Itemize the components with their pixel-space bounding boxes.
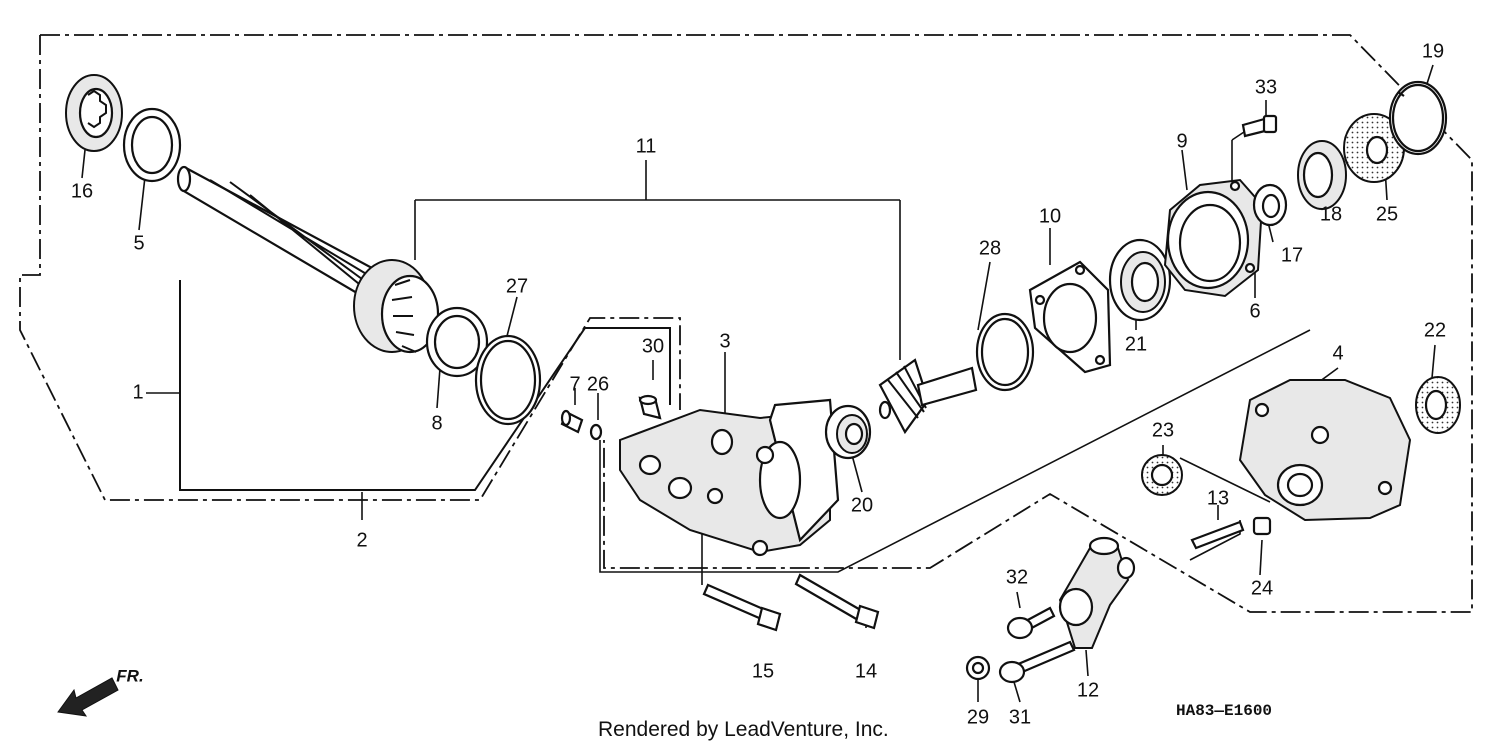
callout-32[interactable]: 32 bbox=[1006, 566, 1028, 588]
group-boundaries bbox=[19, 34, 1473, 613]
callout-31[interactable]: 31 bbox=[1009, 706, 1031, 728]
callout-3[interactable]: 3 bbox=[719, 330, 730, 352]
front-direction-arrow-icon: FR. bbox=[57, 666, 144, 717]
drive-shaft-assembly bbox=[176, 165, 440, 354]
callout-26[interactable]: 26 bbox=[587, 373, 609, 395]
callout-1[interactable]: 1 bbox=[132, 381, 143, 403]
callout-13[interactable]: 13 bbox=[1207, 487, 1229, 509]
callout-4[interactable]: 4 bbox=[1332, 342, 1343, 364]
credit-text: Rendered by LeadVenture, Inc. bbox=[598, 718, 889, 741]
callout-22[interactable]: 22 bbox=[1424, 319, 1446, 341]
bolt-33 bbox=[1241, 114, 1278, 138]
callout-28[interactable]: 28 bbox=[979, 237, 1001, 259]
callout-9[interactable]: 9 bbox=[1176, 130, 1187, 152]
callout-24[interactable]: 24 bbox=[1251, 577, 1273, 599]
bolt-15 bbox=[702, 583, 782, 632]
callout-6[interactable]: 6 bbox=[1249, 300, 1260, 322]
gear-case bbox=[619, 398, 840, 557]
gasket-10 bbox=[1028, 260, 1112, 374]
callout-10[interactable]: 10 bbox=[1039, 205, 1061, 227]
callout-25[interactable]: 25 bbox=[1376, 203, 1398, 225]
direction-label: FR. bbox=[116, 666, 143, 685]
nut-29 bbox=[965, 655, 991, 681]
callout-29[interactable]: 29 bbox=[967, 706, 989, 728]
diagram-code: HA83—E1600 bbox=[1176, 702, 1273, 720]
callout-33[interactable]: 33 bbox=[1255, 76, 1277, 98]
callout-12[interactable]: 12 bbox=[1077, 679, 1099, 701]
callout-17[interactable]: 17 bbox=[1281, 244, 1303, 266]
seal-25 bbox=[1343, 113, 1405, 183]
callout-15[interactable]: 15 bbox=[752, 660, 774, 682]
callout-20[interactable]: 20 bbox=[851, 494, 873, 516]
callout-14[interactable]: 14 bbox=[855, 660, 877, 682]
bearing-21 bbox=[1108, 238, 1172, 322]
pinion-gear bbox=[878, 358, 978, 435]
gear-case-cover bbox=[1238, 379, 1412, 522]
o-ring-27 bbox=[474, 334, 542, 426]
stud-13 bbox=[1190, 520, 1245, 550]
bolt-32 bbox=[1006, 606, 1056, 640]
dowel-pin-30 bbox=[638, 394, 662, 420]
callout-5[interactable]: 5 bbox=[133, 232, 144, 254]
shim-5 bbox=[122, 107, 182, 183]
callout-8[interactable]: 8 bbox=[431, 412, 442, 434]
callout-23[interactable]: 23 bbox=[1152, 419, 1174, 441]
washer-26 bbox=[589, 423, 603, 441]
bolt-31 bbox=[998, 640, 1076, 684]
breather-joint bbox=[1058, 536, 1136, 649]
callout-labels: 1 2 3 4 5 6 7 8 9 10 11 12 13 14 15 16 1… bbox=[71, 40, 1446, 728]
leader-lines bbox=[81, 64, 1436, 703]
seal-23 bbox=[1141, 454, 1183, 496]
shim-8 bbox=[425, 306, 489, 378]
lock-ring bbox=[65, 74, 123, 152]
plug-24 bbox=[1252, 516, 1272, 536]
callout-2[interactable]: 2 bbox=[356, 529, 367, 551]
callout-18[interactable]: 18 bbox=[1320, 203, 1342, 225]
bearing-20 bbox=[824, 404, 872, 460]
seal-22 bbox=[1415, 376, 1461, 434]
callout-30[interactable]: 30 bbox=[642, 335, 664, 357]
inner-lock-ring bbox=[1297, 140, 1347, 210]
callout-16[interactable]: 16 bbox=[71, 180, 93, 202]
callout-7[interactable]: 7 bbox=[569, 373, 580, 395]
callout-11[interactable]: 11 bbox=[636, 135, 657, 157]
snap-ring-19 bbox=[1388, 80, 1448, 156]
callout-27[interactable]: 27 bbox=[506, 275, 528, 297]
bearing-holder bbox=[1163, 178, 1264, 298]
callout-19[interactable]: 19 bbox=[1422, 40, 1444, 62]
o-ring-28 bbox=[975, 312, 1035, 392]
lock-nut-17 bbox=[1252, 183, 1288, 227]
callout-21[interactable]: 21 bbox=[1125, 333, 1147, 355]
bolt-14 bbox=[794, 573, 880, 630]
bolt-7 bbox=[560, 409, 584, 434]
